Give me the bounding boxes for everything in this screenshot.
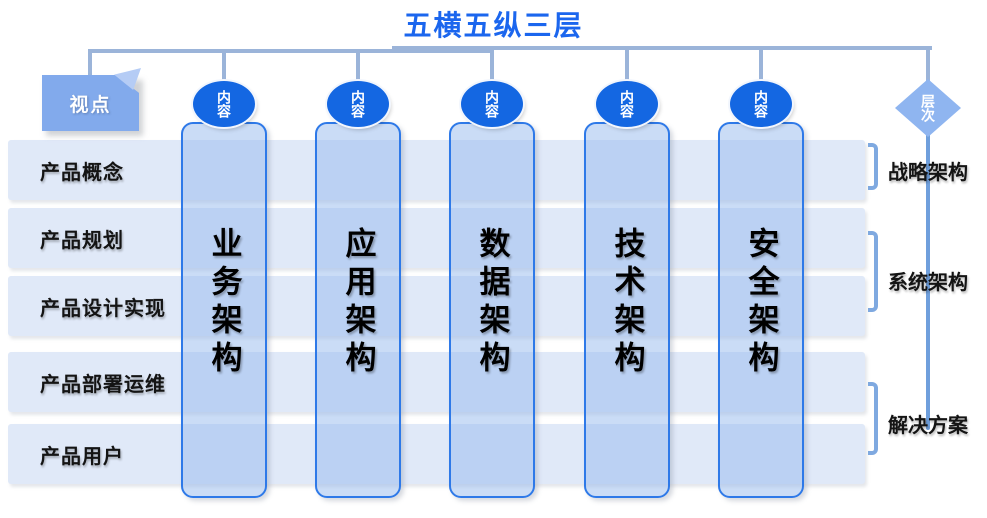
row-label: 产品概念: [40, 161, 124, 184]
layer-label-solution: 解决方案: [888, 415, 968, 437]
content-badge-3: 内容: [461, 81, 523, 127]
column-data-architecture: [449, 122, 535, 498]
connector-stub-layers: [926, 46, 930, 100]
connector-stub-column-2: [356, 49, 360, 85]
connector-stub-column-1: [222, 49, 226, 85]
column-security-architecture: [718, 122, 804, 498]
content-badge-4: 内容: [596, 81, 658, 127]
bracket-system: [868, 231, 878, 312]
diagram-title: 五横五纵三层: [403, 10, 584, 41]
viewpoint-label: 视点: [69, 94, 112, 116]
connector-stub-column-3: [490, 46, 494, 85]
column-application-architecture: [315, 122, 401, 498]
column-technology-architecture: [584, 122, 670, 498]
row-label: 产品部署运维: [40, 373, 166, 396]
row-label: 产品规划: [40, 229, 124, 252]
row-label: 产品用户: [40, 445, 124, 468]
connector-stub-column-5: [759, 46, 763, 85]
connector-stub-viewpoint: [88, 49, 92, 79]
layer-label-strategic: 战略架构: [888, 162, 968, 184]
layer-label-system: 系统架构: [888, 272, 968, 294]
layers-axis-line: [926, 100, 930, 430]
layers-diamond: 层次: [895, 79, 961, 137]
column-business-architecture: [181, 122, 267, 498]
bracket-strategic: [868, 143, 878, 190]
content-badge-2: 内容: [327, 81, 389, 127]
viewpoint-box: 视点: [42, 75, 139, 131]
connector-stub-column-4: [625, 46, 629, 85]
bracket-solution: [868, 382, 878, 455]
content-badge-5: 内容: [730, 81, 792, 127]
layers-diamond-label: 层次: [920, 94, 936, 122]
row-label: 产品设计实现: [40, 297, 166, 320]
content-badge-1: 内容: [193, 81, 255, 127]
top-connector-line-left: [90, 49, 494, 53]
top-connector-line-right: [392, 46, 932, 50]
